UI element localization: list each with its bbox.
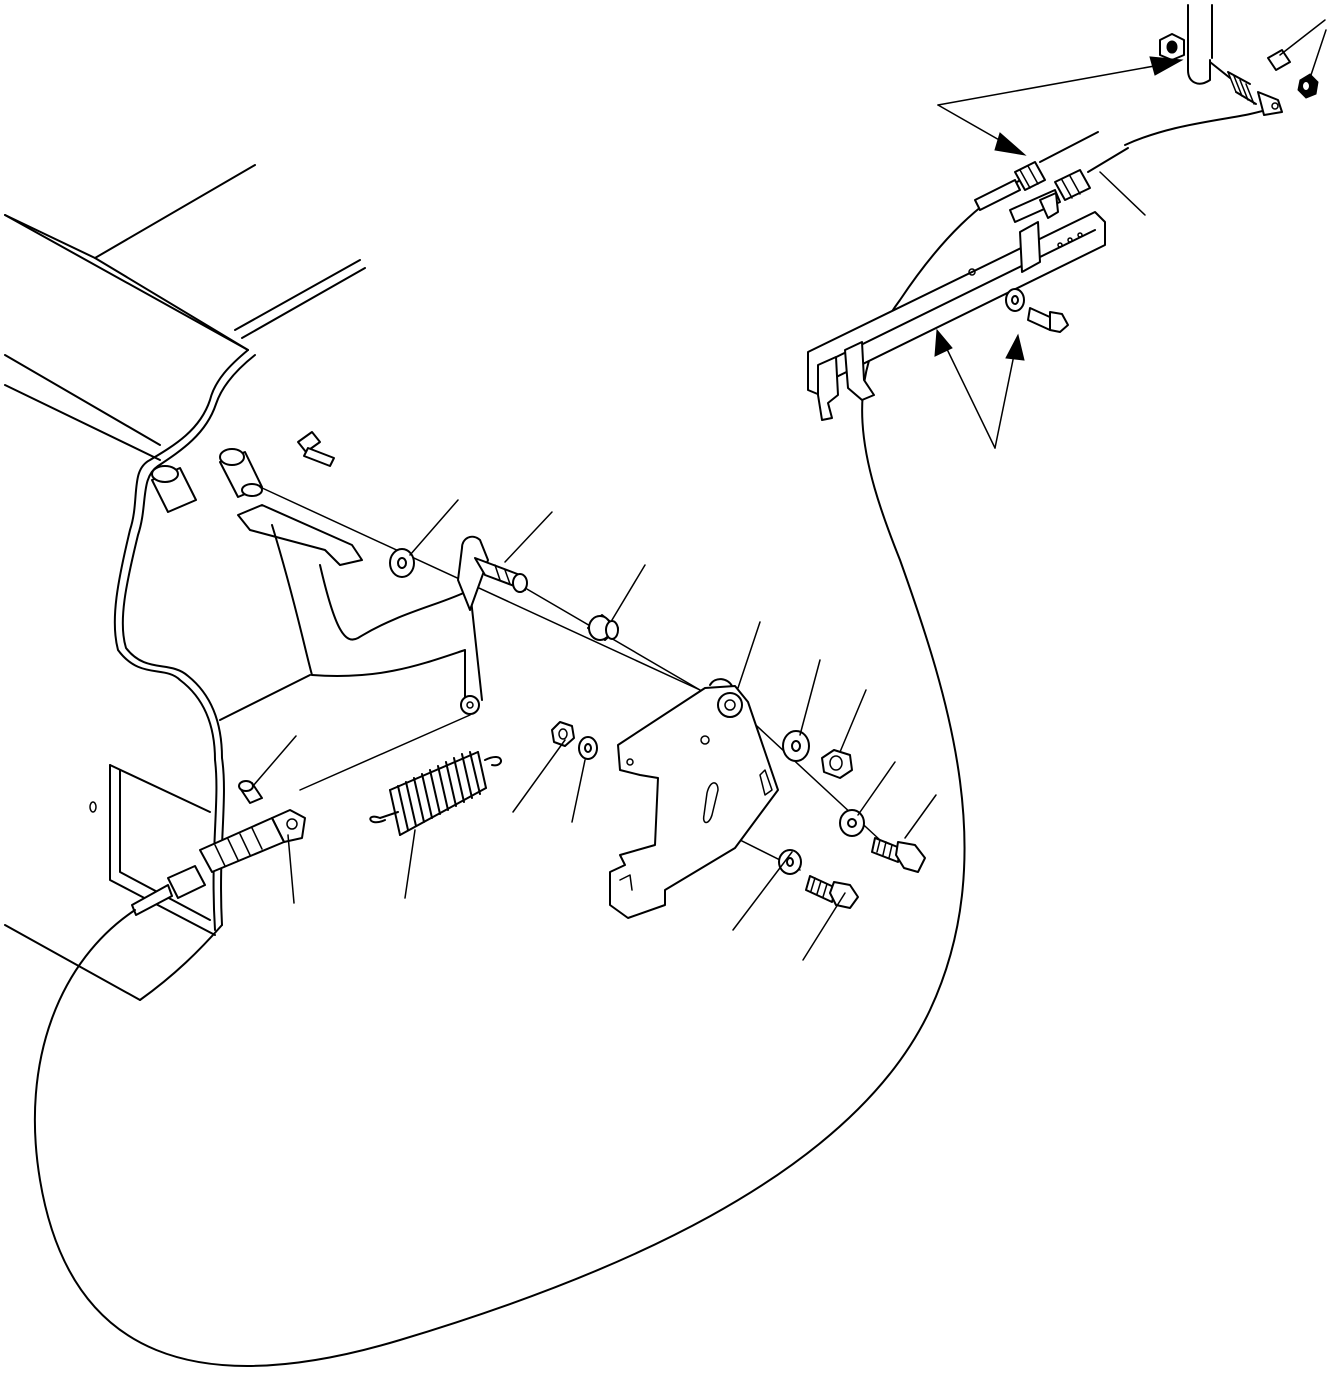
axis-line-pedal bbox=[259, 486, 701, 691]
upper-cable-bracket bbox=[807, 211, 1106, 421]
top-bolt-nut bbox=[1267, 49, 1319, 99]
throttle-cable-upper bbox=[1124, 107, 1273, 146]
cable-adjuster-upper-2 bbox=[1009, 147, 1129, 223]
bracket-nut bbox=[821, 749, 853, 779]
cable-adjuster-upper-1 bbox=[974, 131, 1099, 211]
accelerator-pedal bbox=[237, 504, 528, 715]
pedal-boss-bushing bbox=[151, 448, 263, 513]
cable-end-left bbox=[131, 780, 306, 916]
governor-lever bbox=[1159, 4, 1213, 85]
small-nut bbox=[551, 721, 575, 747]
bracket-washer-upper bbox=[1005, 288, 1025, 312]
lower-washer-1 bbox=[839, 809, 865, 837]
cable-end-spring-top bbox=[1209, 61, 1283, 116]
throttle-cable bbox=[33, 174, 1031, 1367]
leader-lines bbox=[252, 19, 1327, 961]
lower-bolt-2 bbox=[805, 875, 859, 909]
bracket-bolt-upper bbox=[1027, 307, 1069, 333]
lower-bolt-1 bbox=[871, 837, 926, 873]
reference-arrows bbox=[934, 56, 1184, 449]
axis-line-spring bbox=[299, 714, 471, 791]
bracket-washer bbox=[782, 730, 810, 762]
shaft-bushing bbox=[587, 614, 619, 641]
pivot-bolt-top bbox=[297, 431, 335, 467]
pedal-bracket bbox=[609, 678, 779, 919]
shaft-washer bbox=[389, 548, 415, 578]
floor-panel bbox=[4, 164, 366, 1001]
return-spring bbox=[369, 751, 502, 836]
small-washer bbox=[578, 736, 598, 760]
lower-washer-2 bbox=[778, 849, 802, 875]
